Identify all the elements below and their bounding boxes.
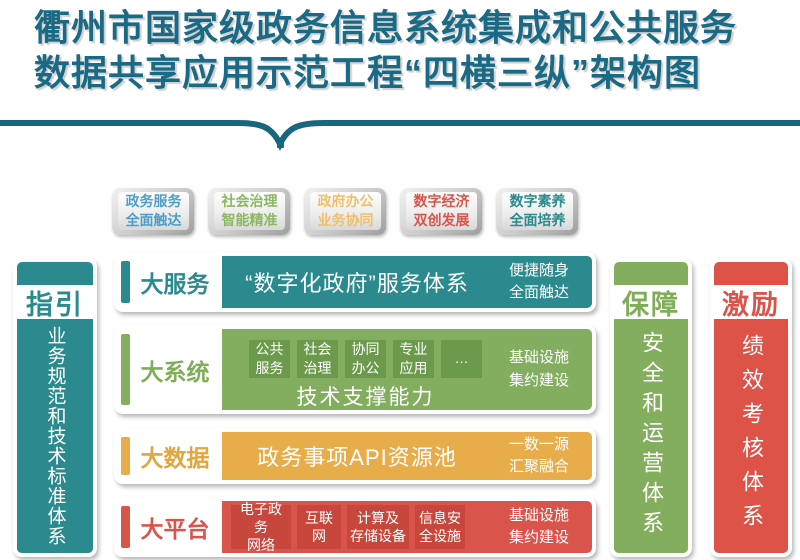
pillar-guide-text: 业务规范和技术标准体系 (44, 326, 66, 546)
pillar-guide-header: 指引 (17, 285, 93, 320)
row-label-zone: 大服务 (118, 256, 222, 308)
row-label: 大服务 (140, 271, 210, 297)
badge-digital-economy: 数字经济 双创发展 (400, 188, 482, 235)
system-box-ellipsis: … (441, 339, 482, 378)
pillar-guide-body: 业务规范和技术标准体系 (17, 319, 93, 553)
row-label: 大平台 (140, 516, 210, 542)
pillar-safeguard: 保障 安全和运营体系 (610, 258, 692, 557)
platform-box-internet: 互联网 (297, 505, 341, 549)
badge-label: 数字经济 双创发展 (406, 192, 477, 230)
badge-government-service: 政务服务 全面触达 (112, 188, 194, 235)
pillar-incentive: 激励 绩效考核体系 (710, 258, 792, 557)
row-big-system: 大系统 公共 服务 社会 治理 协同 办公 专业 应用 … 技术支撑能力 基础设… (114, 325, 596, 414)
row-accent-bar (121, 506, 130, 548)
badge-government-office: 政府办公 业务协同 (304, 188, 386, 235)
row-center-text: 政务事项API资源池 (257, 445, 457, 470)
badge-label: 数字素养 全面培养 (502, 192, 573, 230)
pillar-safeguard-header: 保障 (614, 285, 688, 320)
row-center-text: “数字化政府”服务体系 (245, 271, 469, 296)
row-big-data: 大数据 政务事项API资源池 一数一源 汇聚融合 (114, 428, 596, 484)
row-body: 政务事项API资源池 一数一源 汇聚融合 (222, 432, 592, 480)
pillar-guide: 指引 业务规范和技术标准体系 (13, 258, 97, 557)
row-label: 大系统 (140, 358, 210, 385)
row-body: “数字化政府”服务体系 便捷随身 全面触达 (222, 256, 592, 308)
system-caption: 技术支撑能力 (296, 385, 435, 409)
system-box-collaborative-office: 协同 办公 (345, 339, 386, 378)
row-note: 便捷随身 全面触达 (508, 261, 569, 302)
badge-social-governance: 社会治理 智能精准 (208, 188, 290, 235)
system-column: 公共 服务 社会 治理 协同 办公 专业 应用 … 技术支撑能力 (222, 329, 492, 410)
row-label: 大数据 (140, 445, 210, 471)
pillar-incentive-header: 激励 (714, 285, 788, 320)
pillar-safeguard-text: 安全和运营体系 (639, 331, 664, 541)
platform-box-compute-storage: 计算及 存储设备 (347, 505, 409, 549)
row-note: 基础设施 集约建设 (508, 506, 569, 547)
title-line-1: 衢州市国家级政务信息系统集成和公共服务 (34, 7, 738, 48)
badge-label: 社会治理 智能精准 (214, 192, 285, 230)
row-accent-bar (121, 437, 130, 475)
down-brace-divider-icon (0, 120, 800, 152)
system-box-social-governance: 社会 治理 (297, 339, 338, 378)
row-label-zone: 大平台 (118, 501, 222, 553)
system-box-public-service: 公共 服务 (249, 339, 290, 378)
system-box-professional-apps: 专业 应用 (393, 339, 434, 378)
row-label-zone: 大系统 (118, 329, 222, 410)
pillar-incentive-text: 绩效考核体系 (739, 334, 764, 538)
row-body: 电子政务 网络 互联网 计算及 存储设备 信息安 全设施 基础设施 集约建设 (222, 501, 592, 553)
row-note: 一数一源 汇聚融合 (508, 435, 569, 476)
row-accent-bar (121, 261, 130, 303)
platform-box-egov-network: 电子政务 网络 (231, 501, 291, 553)
platform-box-info-security: 信息安 全设施 (415, 505, 465, 549)
title-line-2: 数据共享应用示范工程“四横三纵”架构图 (34, 52, 702, 93)
pillar-safeguard-body: 安全和运营体系 (614, 319, 688, 553)
badge-digital-literacy: 数字素养 全面培养 (496, 188, 578, 235)
badge-label: 政府办公 业务协同 (310, 192, 381, 230)
page-title: 衢州市国家级政务信息系统集成和公共服务 数据共享应用示范工程“四横三纵”架构图 (34, 5, 737, 95)
row-label-zone: 大数据 (118, 432, 222, 480)
system-boxes: 公共 服务 社会 治理 协同 办公 专业 应用 … (249, 339, 492, 378)
platform-boxes: 电子政务 网络 互联网 计算及 存储设备 信息安 全设施 (222, 501, 492, 553)
row-big-platform: 大平台 电子政务 网络 互联网 计算及 存储设备 信息安 全设施 基础设施 集约… (114, 497, 596, 557)
row-accent-bar (121, 334, 130, 405)
pillar-incentive-body: 绩效考核体系 (714, 319, 788, 553)
badge-label: 政务服务 全面触达 (118, 192, 189, 230)
row-note: 基础设施 集约建设 (508, 349, 569, 389)
goal-badges: 政务服务 全面触达 社会治理 智能精准 政府办公 业务协同 数字经济 双创发展 … (112, 188, 578, 235)
row-body: 公共 服务 社会 治理 协同 办公 专业 应用 … 技术支撑能力 基础设施 集约… (222, 329, 592, 410)
row-big-service: 大服务 “数字化政府”服务体系 便捷随身 全面触达 (114, 252, 596, 312)
